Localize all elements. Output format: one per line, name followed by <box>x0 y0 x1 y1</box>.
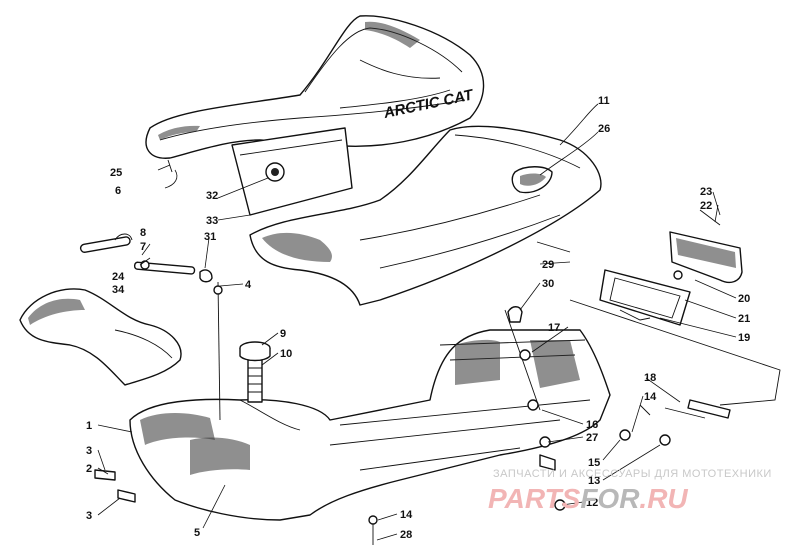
callout-2: 2 <box>86 463 92 475</box>
callout-27: 27 <box>586 432 598 444</box>
leader-lines <box>97 103 737 541</box>
callout-3b: 3 <box>86 510 92 522</box>
callout-14b: 14 <box>400 509 413 521</box>
callout-5: 5 <box>194 527 200 539</box>
callout-3a: 3 <box>86 445 92 457</box>
callout-26: 26 <box>598 123 610 135</box>
callout-11: 11 <box>598 95 610 107</box>
callout-20: 20 <box>738 293 750 305</box>
seat-assembly: ARCTIC CAT <box>145 15 485 216</box>
watermark-logo-part1: PARTS <box>488 483 581 514</box>
callout-7: 7 <box>140 241 146 253</box>
callout-10: 10 <box>280 348 292 360</box>
seat-cover <box>249 125 602 306</box>
callout-28: 28 <box>400 529 412 541</box>
taillight <box>599 209 743 326</box>
callout-34: 34 <box>112 284 125 296</box>
callout-16: 16 <box>586 419 598 431</box>
callout-4: 4 <box>245 279 252 291</box>
callout-14a: 14 <box>644 391 657 403</box>
callout-33: 33 <box>206 215 218 227</box>
watermark-logo-part3: .RU <box>639 483 688 514</box>
callout-22: 22 <box>700 200 712 212</box>
callout-18: 18 <box>644 372 656 384</box>
callout-19: 19 <box>738 332 750 344</box>
watermark-logo: PARTSFOR.RU <box>488 483 688 514</box>
callout-12: 12 <box>586 497 598 509</box>
callout-1: 1 <box>86 420 92 432</box>
callout-21: 21 <box>738 313 750 325</box>
tank-chassis <box>129 329 611 521</box>
watermark-logo-part2: FOR <box>580 483 640 514</box>
callout-24: 24 <box>112 271 125 283</box>
callout-9: 9 <box>280 328 286 340</box>
callout-32: 32 <box>206 190 218 202</box>
watermark: ЗАПЧАСТИ И АКСЕССУАРЫ ДЛЯ МОТОТЕХНИКИ PA… <box>488 468 772 514</box>
callout-6: 6 <box>115 185 121 197</box>
callout-23: 23 <box>700 186 712 198</box>
watermark-caption: ЗАПЧАСТИ И АКСЕССУАРЫ ДЛЯ МОТОТЕХНИКИ <box>493 468 772 480</box>
hardware <box>79 233 781 545</box>
side-panel <box>19 288 182 386</box>
callout-29: 29 <box>542 259 554 271</box>
callout-13: 13 <box>588 475 600 487</box>
callout-17: 17 <box>548 322 560 334</box>
callout-31: 31 <box>204 231 216 243</box>
callout-25: 25 <box>110 167 122 179</box>
callout-30: 30 <box>542 278 554 290</box>
callout-15: 15 <box>588 457 600 469</box>
callout-8: 8 <box>140 227 146 239</box>
callout-labels: 11 26 25 6 32 33 8 7 31 24 34 4 29 30 17… <box>86 95 750 541</box>
